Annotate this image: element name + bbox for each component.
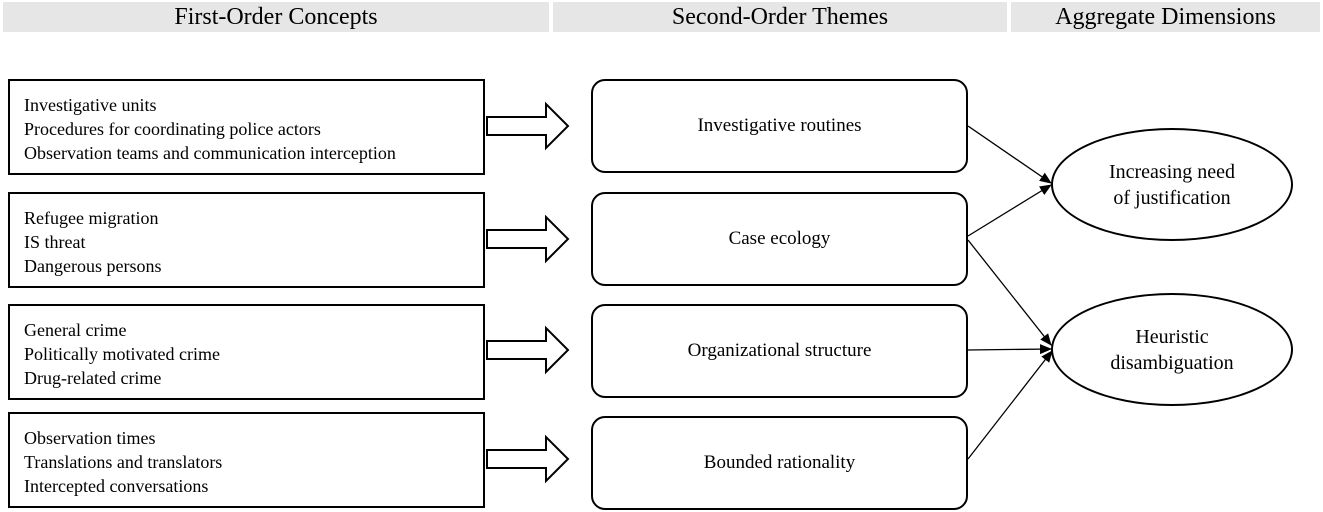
link-arrow-theme-2-to-dimension-1 bbox=[967, 184, 1052, 237]
dimension-label-line: of justification bbox=[1113, 186, 1231, 209]
concept-item: Investigative units bbox=[24, 95, 157, 115]
header-second-order-themes: Second-Order Themes bbox=[553, 2, 1007, 32]
dimension-label-line: Heuristic bbox=[1135, 325, 1209, 348]
block-arrow-2 bbox=[486, 214, 570, 264]
concept-item: Politically motivated crime bbox=[24, 344, 220, 364]
link-arrow-theme-4-to-dimension-2 bbox=[967, 350, 1053, 460]
concept-item: Drug-related crime bbox=[24, 368, 162, 388]
concept-box-1: Investigative units Procedures for coord… bbox=[8, 79, 485, 175]
concept-item: Observation teams and communication inte… bbox=[24, 143, 396, 163]
concept-item: Dangerous persons bbox=[24, 256, 162, 276]
link-arrow-theme-3-to-dimension-2 bbox=[967, 344, 1052, 355]
theme-box-bounded-rationality: Bounded rationality bbox=[591, 416, 968, 510]
theme-box-investigative-routines: Investigative routines bbox=[591, 79, 968, 173]
header-first-order-concepts: First-Order Concepts bbox=[3, 2, 549, 32]
dimension-label-line: disambiguation bbox=[1110, 351, 1234, 374]
block-arrow-3 bbox=[486, 325, 570, 375]
concept-item: Intercepted conversations bbox=[24, 476, 209, 496]
concept-item: Procedures for coordinating police actor… bbox=[24, 119, 321, 139]
concept-item: Translations and translators bbox=[24, 452, 223, 472]
concept-item: IS threat bbox=[24, 232, 86, 252]
concept-box-3: General crime Politically motivated crim… bbox=[8, 304, 485, 400]
concept-box-2: Refugee migration IS threat Dangerous pe… bbox=[8, 192, 485, 288]
concept-item: General crime bbox=[24, 320, 127, 340]
concept-item: Observation times bbox=[24, 428, 156, 448]
dimension-label-line: Increasing need bbox=[1108, 160, 1236, 183]
link-arrow-theme-1-to-dimension-1 bbox=[967, 125, 1052, 184]
header-aggregate-dimensions: Aggregate Dimensions bbox=[1011, 2, 1320, 32]
block-arrow-1 bbox=[486, 101, 570, 151]
block-arrow-4 bbox=[486, 434, 570, 484]
theme-box-case-ecology: Case ecology bbox=[591, 192, 968, 286]
dimension-ellipse-justification: Increasing need of justification bbox=[1051, 128, 1293, 241]
dimension-ellipse-disambiguation: Heuristic disambiguation bbox=[1051, 293, 1293, 406]
concept-box-4: Observation times Translations and trans… bbox=[8, 412, 485, 508]
concept-item: Refugee migration bbox=[24, 208, 159, 228]
link-arrow-theme-2-to-dimension-2 bbox=[967, 239, 1052, 346]
theme-box-organizational-structure: Organizational structure bbox=[591, 304, 968, 398]
